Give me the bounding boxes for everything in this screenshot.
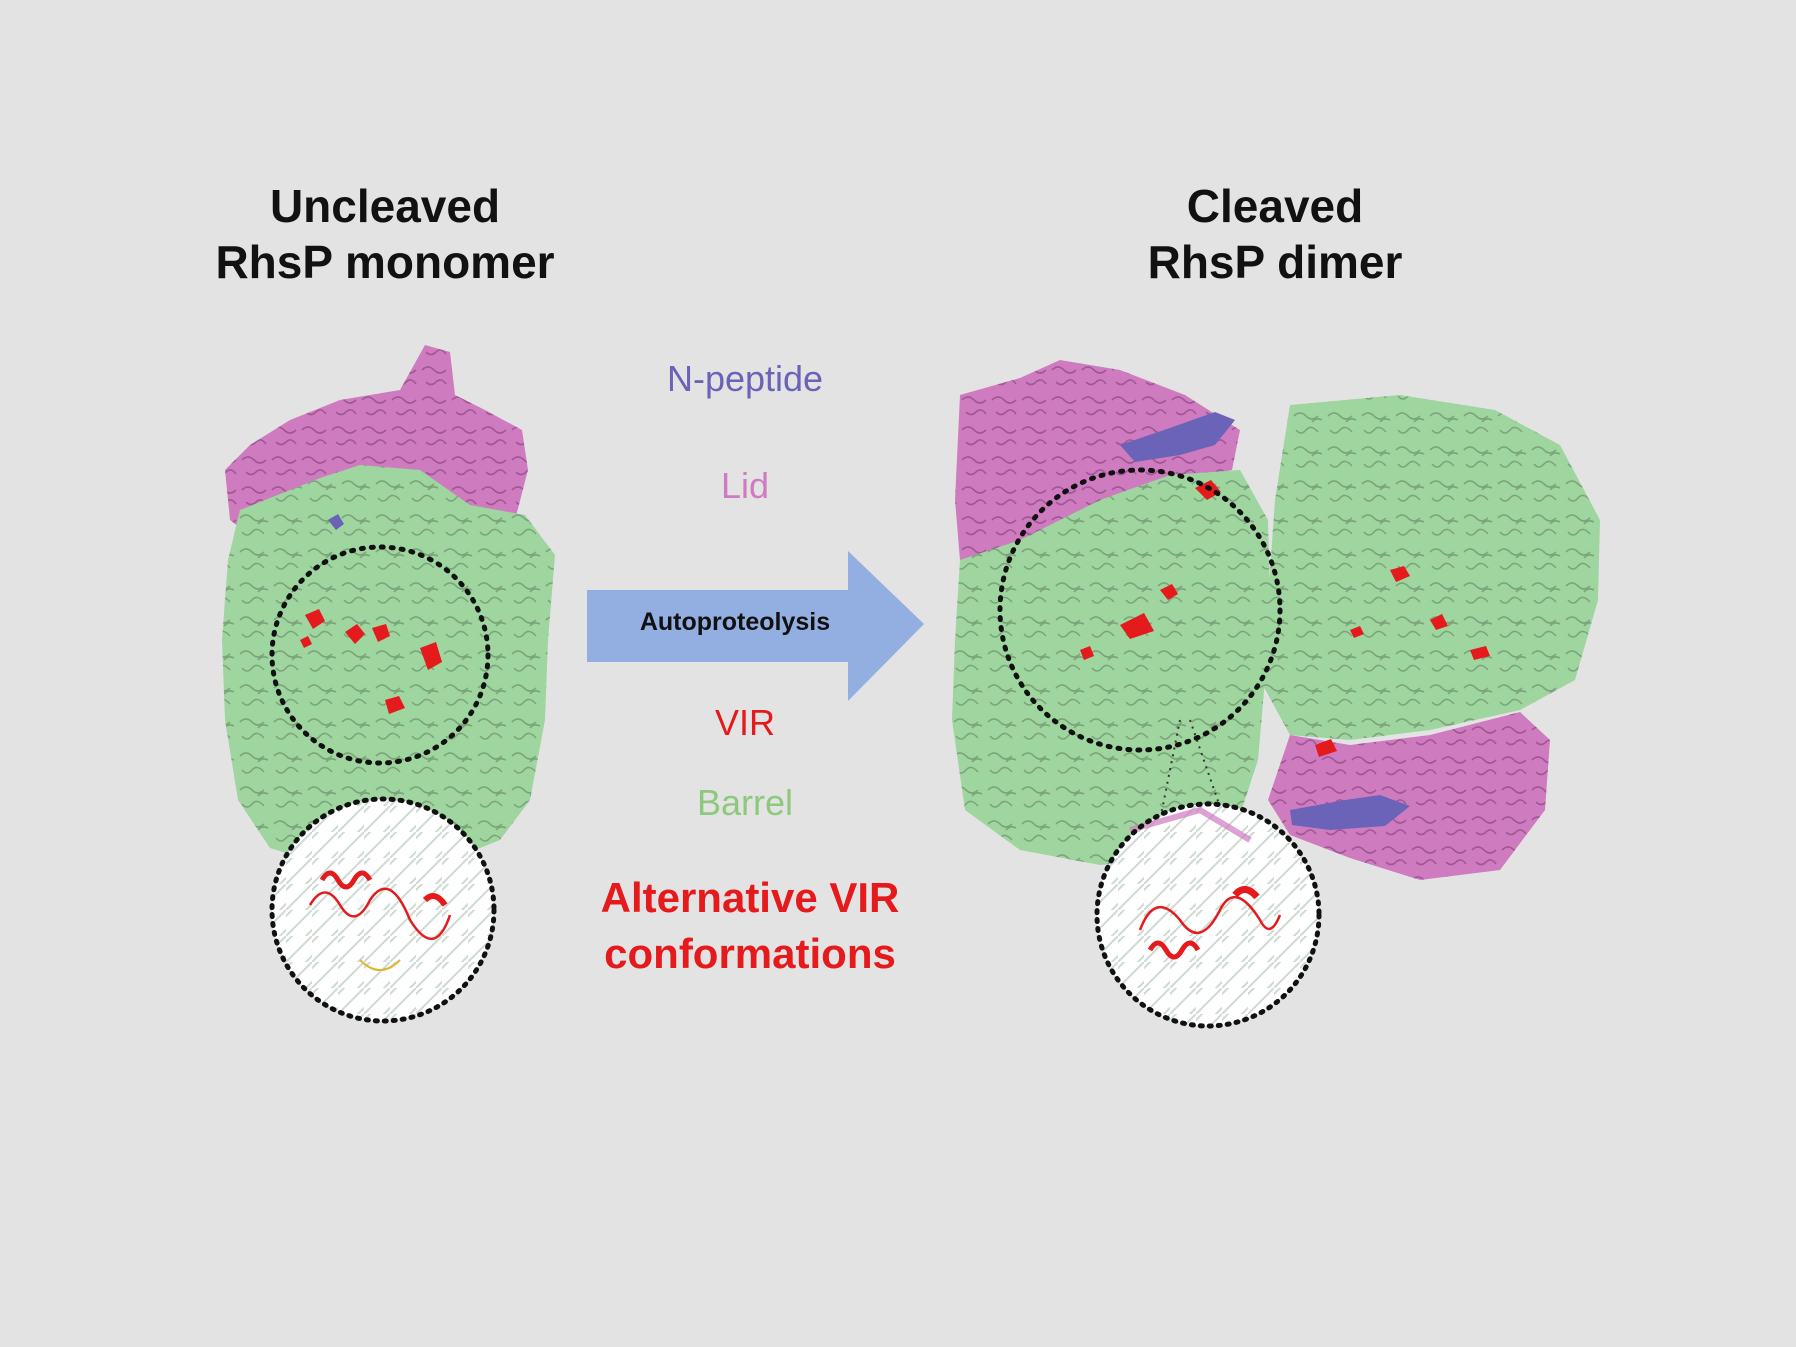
uncleaved-title-line1: Uncleaved [269,180,501,232]
dimer-structure [952,360,1600,1029]
dimer-vir-circle [997,467,1283,753]
monomer-vir-circle [269,544,491,766]
dimer-vir-patches [1080,480,1490,757]
autoproteolysis-arrow [587,551,924,701]
alternative-vir-caption-line2: conformations [604,930,896,977]
arrow-label: Autoproteolysis [639,608,831,636]
dimer-left-n-peptide [1120,412,1235,462]
alternative-vir-caption: Alternative VIR conformations [550,870,950,982]
uncleaved-title: Uncleaved RhsP monomer [160,178,610,290]
monomer-structure [222,345,555,1024]
monomer-vir-patches [300,609,442,714]
cleaved-title-line2: RhsP dimer [1147,236,1403,288]
dimer-right-n-peptide [1290,795,1410,830]
dimer-vir-inset [1094,801,1322,1029]
legend-lid: Lid [720,465,770,506]
monomer-vir-inset [269,796,497,1024]
legend-vir: VIR [714,702,775,743]
uncleaved-title-line2: RhsP monomer [215,236,555,288]
alternative-vir-caption-line1: Alternative VIR [600,874,900,921]
legend-n-peptide: N-peptide [666,358,824,399]
legend-barrel: Barrel [696,782,794,823]
monomer-n-peptide [328,514,344,530]
cleaved-title-line1: Cleaved [1186,180,1364,232]
cleaved-title: Cleaved RhsP dimer [1050,178,1500,290]
